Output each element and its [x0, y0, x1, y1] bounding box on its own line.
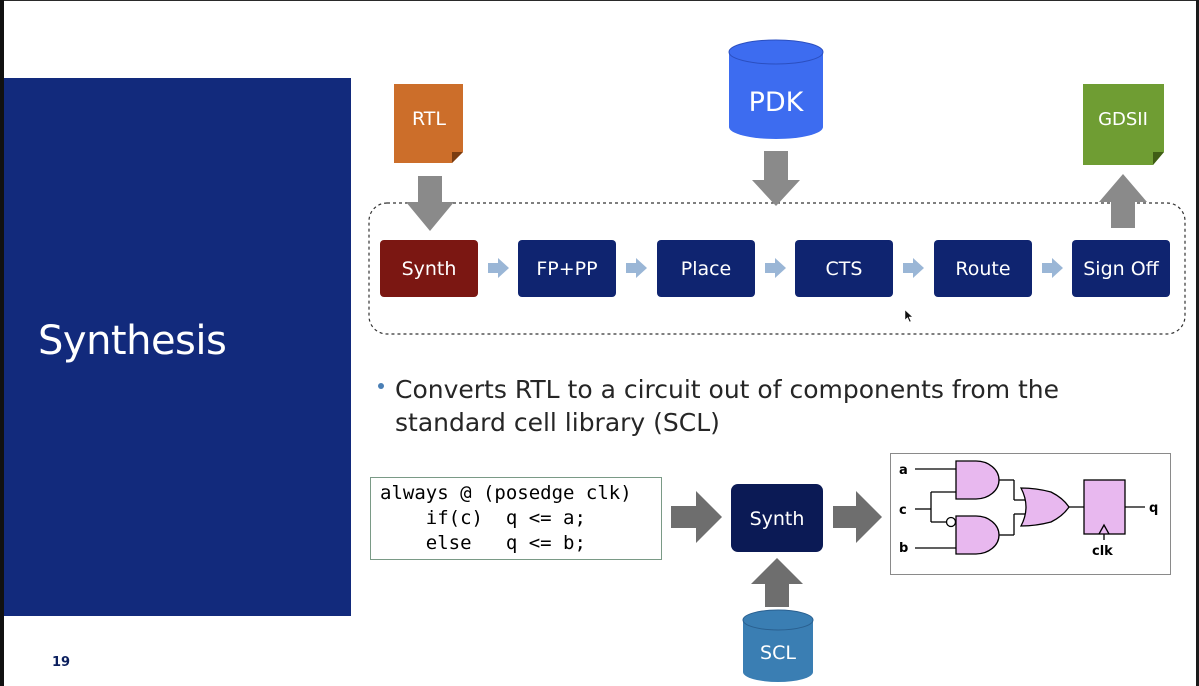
- gate-schematic: a c b q: [899, 460, 1158, 559]
- pdk-database: PDK: [728, 39, 824, 139]
- clock-triangle: [1098, 523, 1110, 535]
- flow-step-label: Place: [681, 258, 732, 280]
- pdk-arrow: [752, 151, 800, 206]
- bullet-dot: [378, 383, 384, 389]
- page-number: 19: [52, 655, 71, 670]
- flow-arrow: [1042, 258, 1063, 278]
- scl-label: SCL: [760, 642, 796, 664]
- circuit-schematic: a c b q: [890, 453, 1171, 575]
- flow-step-synth: Synth: [380, 240, 478, 297]
- synth-block-label: Synth: [750, 508, 805, 530]
- flow-step-route: Route: [934, 240, 1032, 297]
- flow-step-label: CTS: [826, 258, 863, 280]
- gdsii-arrow: [1099, 174, 1147, 228]
- flow-arrow: [488, 258, 509, 278]
- top-border: [0, 0, 1199, 1]
- and-gate: [955, 460, 1000, 500]
- flow-step-place: Place: [657, 240, 755, 297]
- bullet-line-2: standard cell library (SCL): [395, 408, 720, 437]
- scl-database: SCL: [742, 609, 814, 682]
- code-line: else q <= b;: [380, 532, 586, 554]
- code-line: always @ (posedge clk): [380, 482, 632, 504]
- rtl-input: RTL: [394, 84, 463, 163]
- or-gate: [1019, 487, 1070, 527]
- left-border: [0, 0, 4, 686]
- flow-arrow: [626, 258, 647, 278]
- flow-step-cts: CTS: [795, 240, 893, 297]
- gdsii-label: GDSII: [1098, 109, 1148, 130]
- pdk-label: PDK: [749, 87, 805, 118]
- synth-to-circuit-arrow: [833, 491, 882, 543]
- and-gate: [955, 515, 1000, 555]
- input-label-c: c: [899, 503, 907, 518]
- mouse-cursor-icon: [904, 309, 914, 323]
- synth-block: Synth: [731, 484, 823, 552]
- bullet-line-1: Converts RTL to a circuit out of compone…: [395, 375, 1060, 404]
- right-border: [1196, 0, 1199, 686]
- rtl-arrow: [406, 176, 454, 231]
- input-label-a: a: [899, 463, 908, 478]
- input-label-b: b: [899, 541, 908, 556]
- flow-arrow: [765, 258, 786, 278]
- flow-step-label: FP+PP: [536, 258, 597, 280]
- scl-arrow: [751, 558, 803, 607]
- flow-step-label: Synth: [402, 258, 457, 280]
- flow-arrow: [903, 258, 924, 278]
- title-panel: Synthesis: [4, 78, 351, 616]
- output-label-q: q: [1149, 501, 1158, 516]
- code-line: if(c) q <= a;: [380, 507, 586, 529]
- code-to-synth-arrow: [671, 491, 722, 543]
- flow-step-label: Route: [955, 258, 1010, 280]
- verilog-code-box: always @ (posedge clk) if(c) q <= a; els…: [370, 477, 662, 560]
- gdsii-output: GDSII: [1083, 84, 1164, 165]
- bullet-text: Converts RTL to a circuit out of compone…: [395, 373, 1095, 439]
- flow-step-label: Sign Off: [1083, 258, 1159, 280]
- flow-step-fp-pp: FP+PP: [518, 240, 616, 297]
- clock-label: clk: [1092, 544, 1113, 559]
- inverter-bubble: [945, 516, 957, 528]
- slide-title: Synthesis: [38, 318, 227, 364]
- rtl-label: RTL: [412, 108, 446, 130]
- flow-step-sign-off: Sign Off: [1072, 240, 1170, 297]
